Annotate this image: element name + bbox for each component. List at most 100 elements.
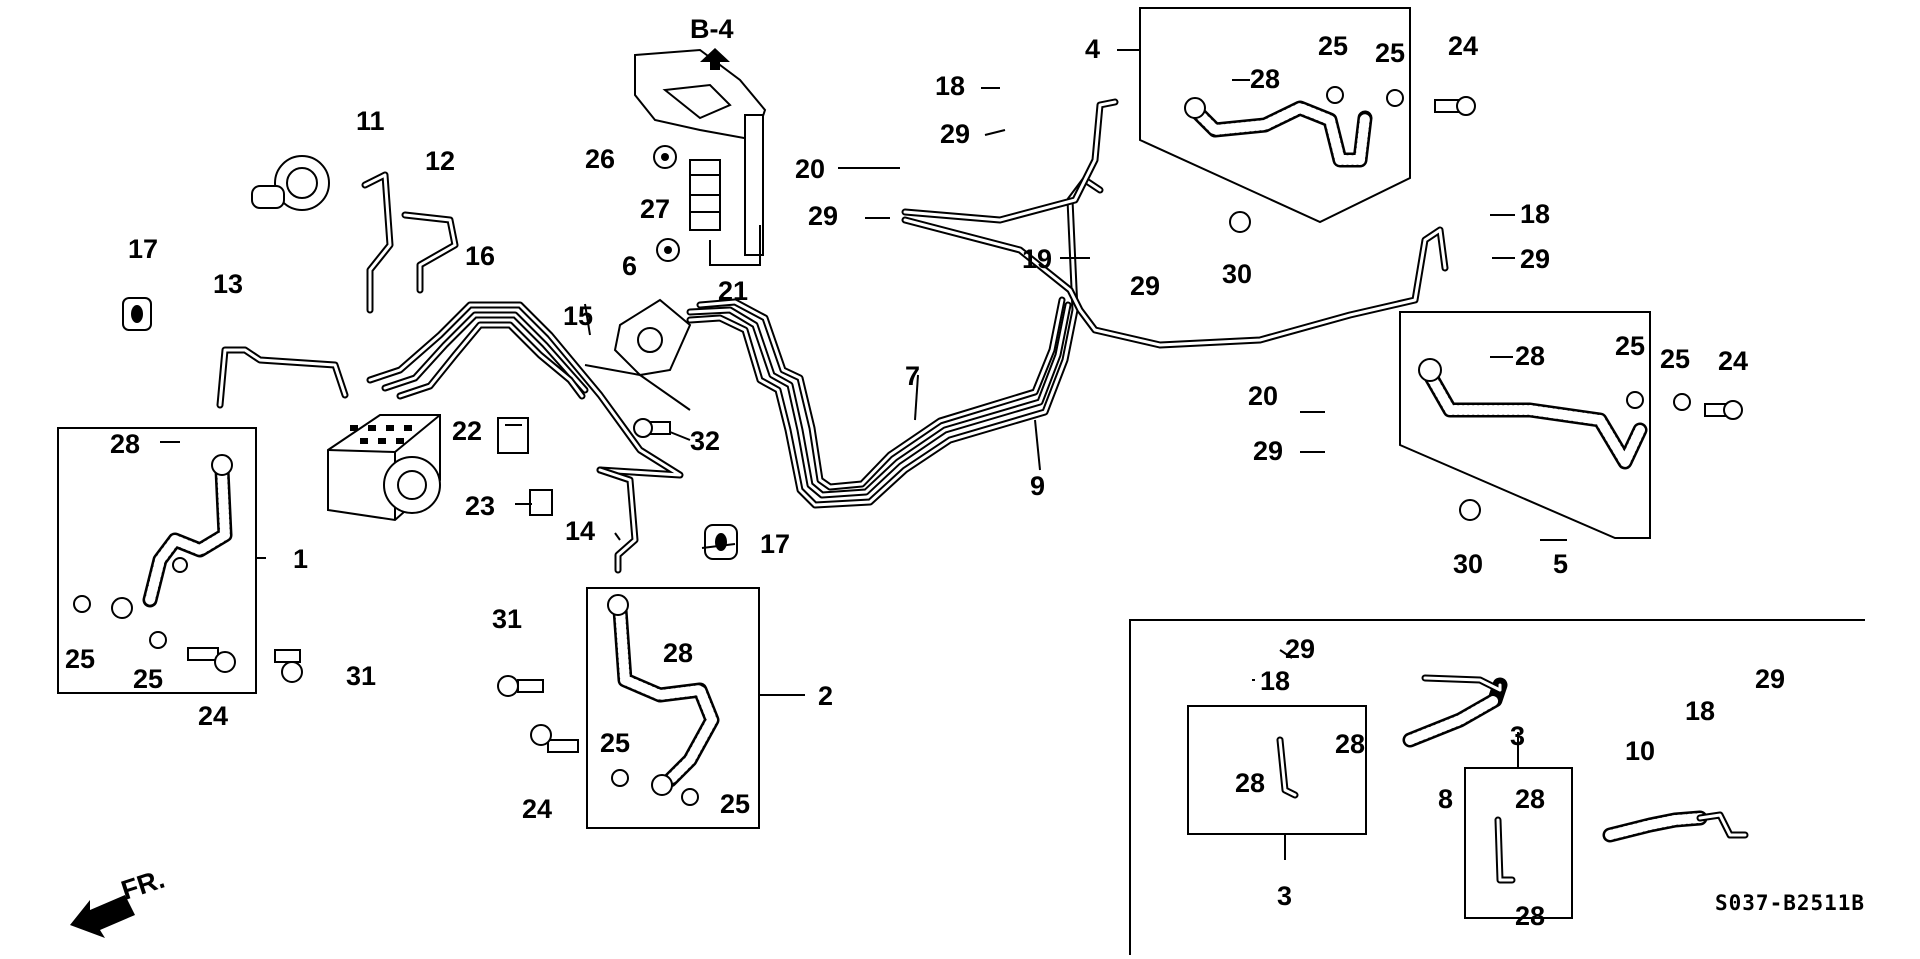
brake-pipe-7[interactable] [686, 176, 1104, 509]
washer-25-mid-b [681, 788, 699, 806]
bolt-24-mid-right [1704, 400, 1743, 420]
diagram-code: S037-B2511B [1715, 891, 1865, 915]
leader-lines [160, 49, 1567, 860]
washer-25-top-a [1326, 86, 1344, 104]
callout-18: 18 [1685, 696, 1715, 726]
callout-28: 28 [1335, 729, 1365, 759]
callout-6: 6 [622, 251, 637, 281]
brake-hose-10[interactable] [1602, 810, 1749, 843]
washer-25-left-b [149, 631, 167, 649]
callout-25: 25 [133, 664, 163, 694]
clip-23 [529, 489, 553, 516]
callout-17: 17 [128, 234, 158, 264]
callout-29: 29 [808, 201, 838, 231]
brake-hose-8[interactable] [1402, 674, 1508, 748]
callout-29: 29 [1285, 634, 1315, 664]
callout-12: 12 [425, 146, 455, 176]
callout-29: 29 [1755, 664, 1785, 694]
brake-pipe-13[interactable] [216, 346, 349, 409]
pipe-clamp-21 [689, 159, 761, 266]
callout-28: 28 [663, 638, 693, 668]
hose-joint-3b[interactable] [1494, 816, 1516, 884]
callout-29: 29 [1520, 244, 1550, 274]
reference-arrow-icon [700, 48, 730, 70]
brake-pipe-11[interactable] [361, 171, 394, 314]
callout-25: 25 [1375, 38, 1405, 68]
callout-8: 8 [1438, 784, 1453, 814]
washer-25-left-a [73, 595, 91, 613]
callout-20: 20 [1248, 381, 1278, 411]
hose-assembly-3a-frame [1187, 705, 1367, 835]
bolt-24-bottom [530, 724, 579, 753]
callout-3: 3 [1277, 881, 1292, 911]
brake-hose-assembly-4[interactable] [1184, 97, 1373, 168]
hose-joint-3a[interactable] [1276, 736, 1299, 799]
callout-32: 32 [690, 426, 720, 456]
callout-30: 30 [1453, 549, 1483, 579]
callout-17: 17 [760, 529, 790, 559]
callout-24: 24 [198, 701, 228, 731]
callout-29: 29 [1253, 436, 1283, 466]
bolt-30-top [1229, 211, 1251, 233]
callout-25: 25 [720, 789, 750, 819]
brake-pipe-16[interactable] [366, 301, 684, 479]
callout-10: 10 [1625, 736, 1655, 766]
bolt-24-top-right [1434, 96, 1476, 116]
brake-pipe-9[interactable] [901, 98, 1449, 349]
callout-25: 25 [65, 644, 95, 674]
bracket-b4 [634, 48, 767, 256]
clip-22 [497, 417, 529, 454]
callout-21: 21 [718, 276, 748, 306]
bolt-32 [633, 418, 671, 438]
front-arrow-icon [70, 895, 135, 938]
callout-27: 27 [640, 194, 670, 224]
callout-11: 11 [356, 106, 385, 136]
callout-19: 19 [1022, 244, 1052, 274]
bolt-24-left [187, 647, 236, 673]
callout-25: 25 [1660, 344, 1690, 374]
callout-24: 24 [522, 794, 552, 824]
callout-28: 28 [1515, 341, 1545, 371]
callout-22: 22 [452, 416, 482, 446]
callout-28: 28 [110, 429, 140, 459]
callout-31: 31 [346, 661, 376, 691]
callout-28: 28 [1250, 64, 1280, 94]
callout-ref-b4: B-4 [690, 14, 734, 44]
master-cylinder-fitting [251, 155, 330, 211]
callout-5: 5 [1553, 549, 1568, 579]
proportioning-valve-6[interactable] [584, 298, 692, 411]
variant-panel-frame [1129, 619, 1865, 955]
hose-assembly-2-frame [586, 587, 760, 829]
hose-assembly-5-frame [1399, 311, 1651, 539]
grommet-17-right [704, 524, 738, 560]
hose-assembly-4-frame [1139, 7, 1411, 224]
bolt-31-left [274, 649, 303, 683]
callout-29: 29 [1130, 271, 1160, 301]
callout-24: 24 [1448, 31, 1478, 61]
callout-26: 26 [585, 144, 615, 174]
brake-pipe-12[interactable] [401, 211, 459, 294]
washer-25-mid-a [611, 769, 629, 787]
washer-25-right-b [1673, 393, 1691, 411]
callout-25: 25 [600, 728, 630, 758]
brake-hose-assembly-2[interactable] [607, 594, 720, 796]
callout-1: 1 [293, 544, 308, 574]
brake-pipe-14[interactable] [596, 466, 639, 574]
bolt-26 [653, 145, 677, 169]
callout-28: 28 [1515, 901, 1545, 931]
callout-3: 3 [1510, 721, 1525, 751]
callout-25: 25 [1615, 331, 1645, 361]
callout-28: 28 [1235, 768, 1265, 798]
brake-hose-assembly-1[interactable] [111, 454, 233, 619]
callout-4: 4 [1085, 34, 1100, 64]
bolt-31-mid [497, 675, 544, 697]
grommet-17-left [122, 297, 152, 331]
callout-labels: 4 28 25 25 24 18 29 20 29 19 29 30 18 29… [65, 14, 1865, 931]
callout-9: 9 [1030, 471, 1045, 501]
abs-modulator-unit [327, 414, 441, 522]
callout-31: 31 [492, 604, 522, 634]
callout-28: 28 [1515, 784, 1545, 814]
brake-hose-assembly-5[interactable] [1418, 358, 1648, 470]
callout-16: 16 [465, 241, 495, 271]
